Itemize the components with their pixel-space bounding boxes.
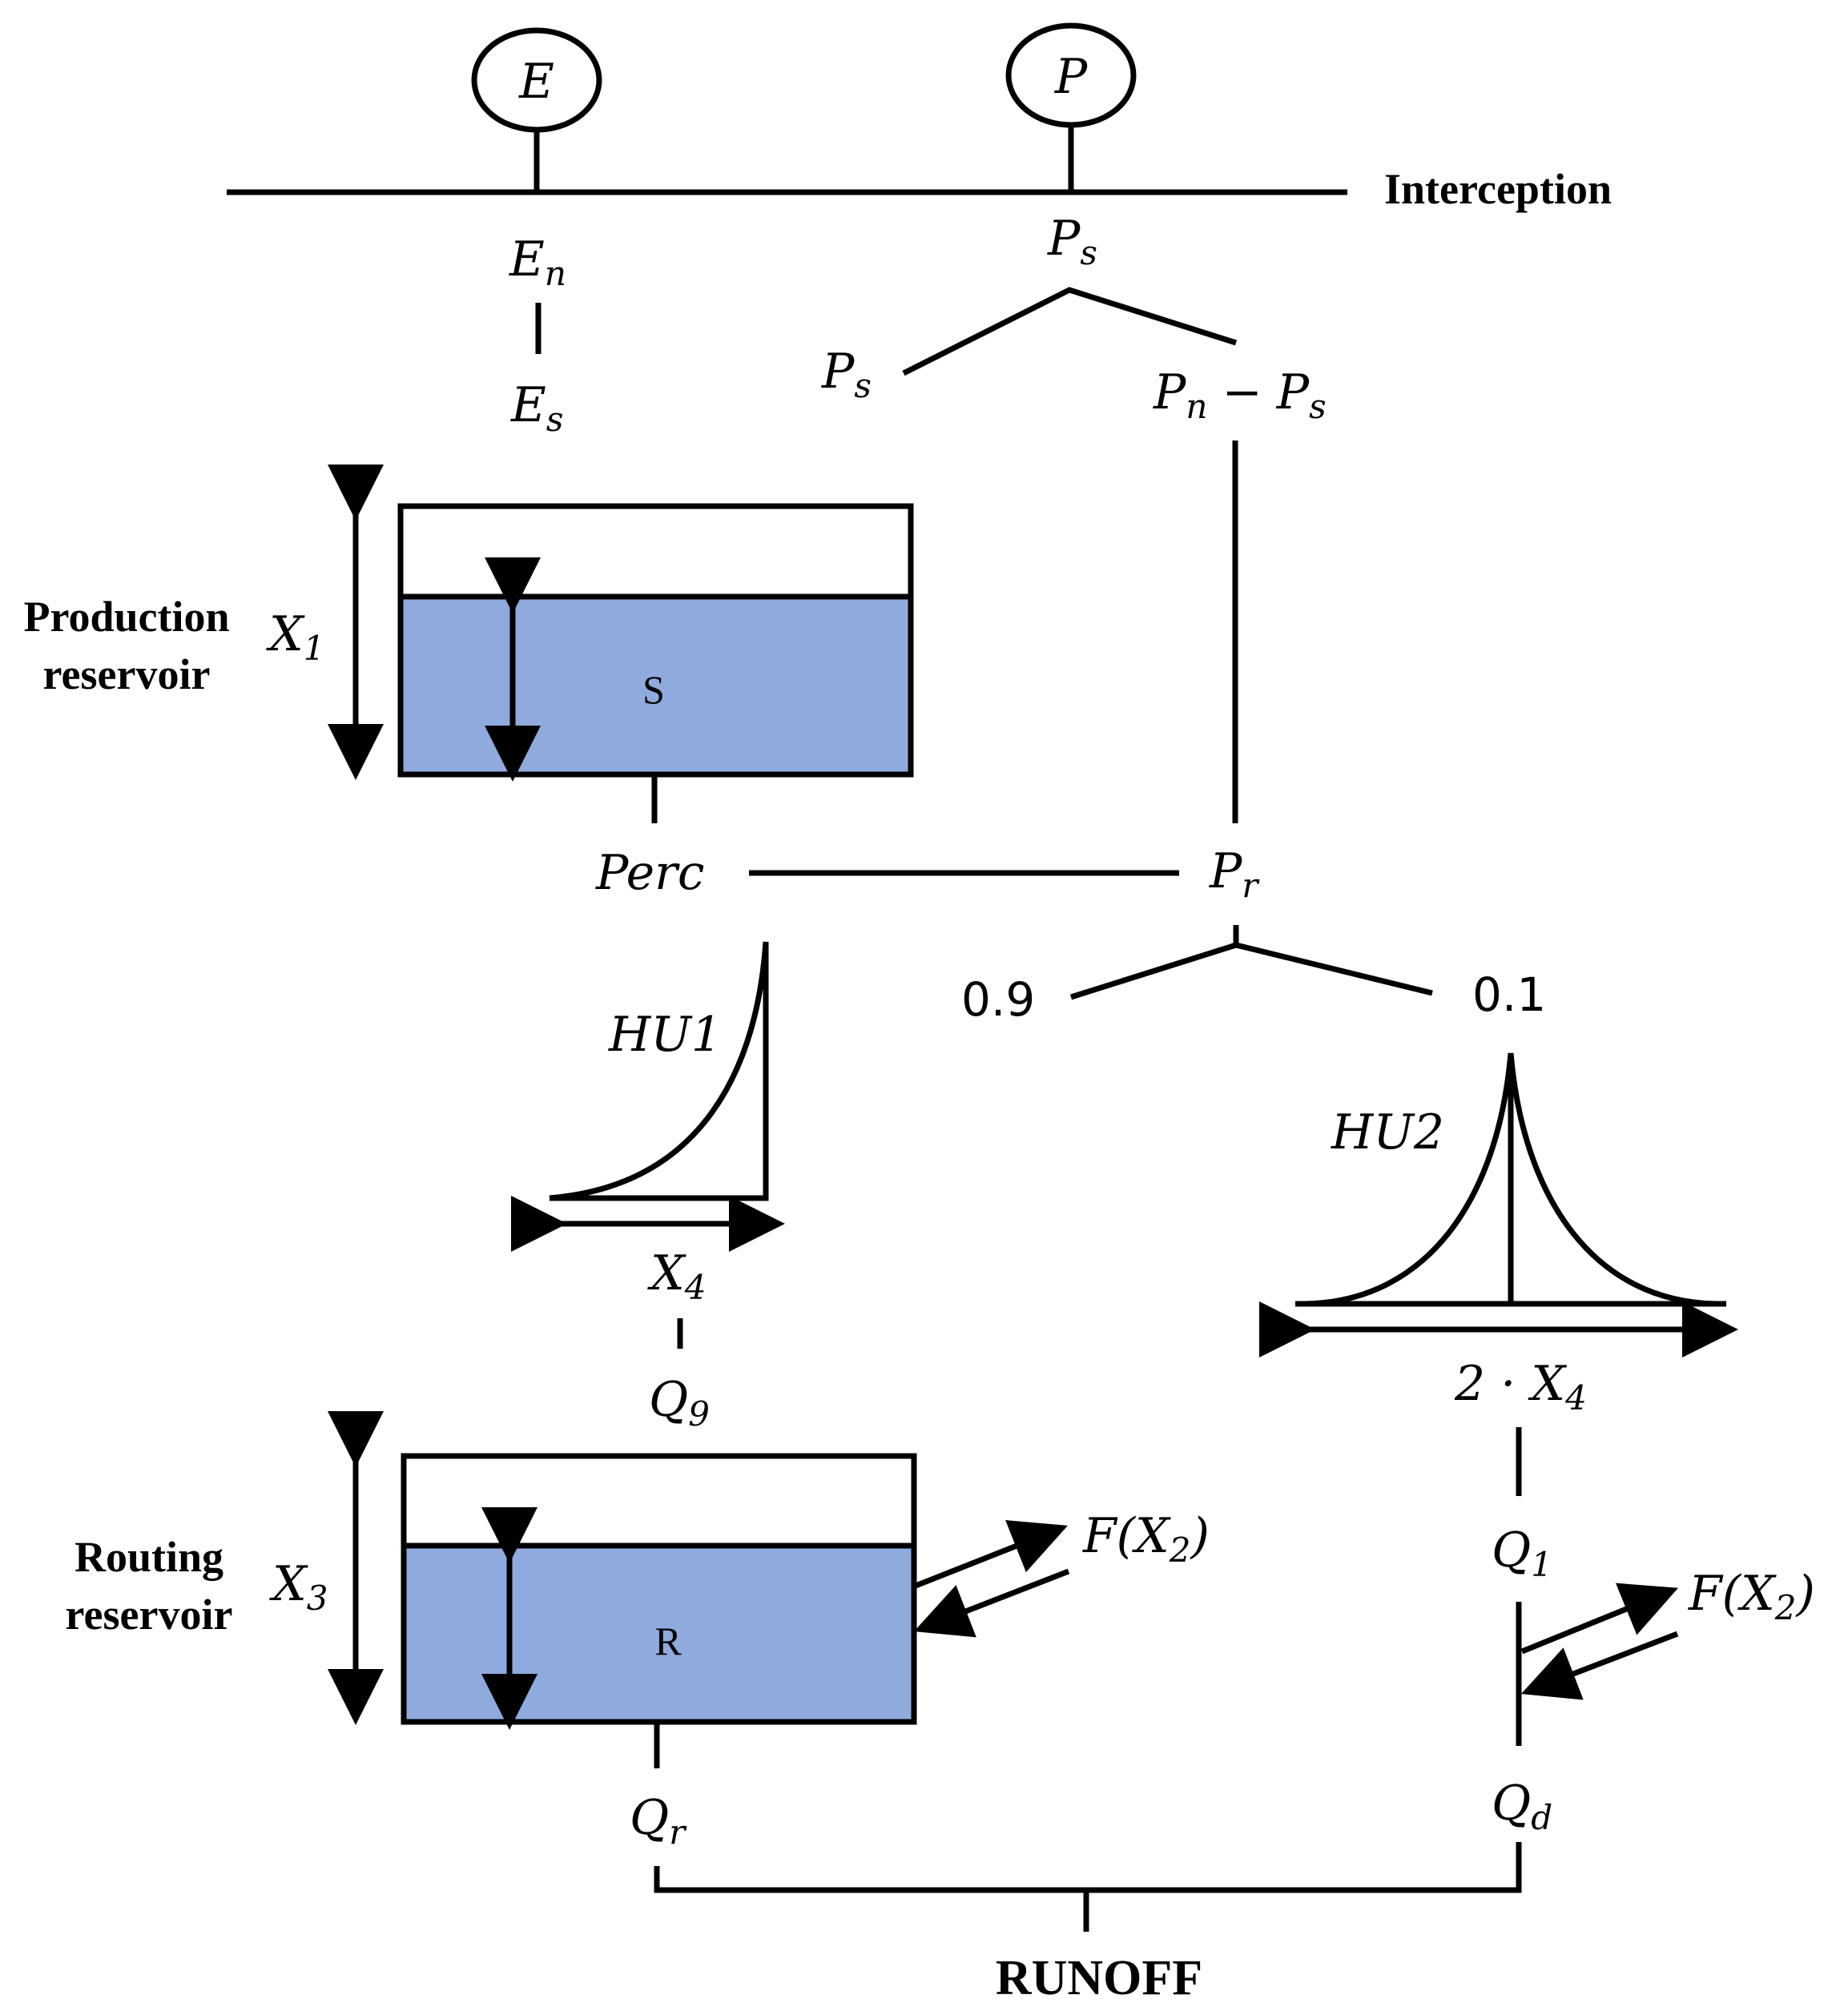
runoff-collector (654, 1842, 1522, 1893)
qr-label: Qr (630, 1790, 687, 1852)
hu2-label: HU2 (1331, 1104, 1444, 1160)
precipitation-label: P (1054, 49, 1089, 105)
r-label: R (654, 1619, 682, 1663)
s-label: S (642, 667, 665, 712)
q1-label: Q1 (1492, 1522, 1552, 1584)
hu1-label: HU1 (608, 1007, 722, 1063)
exchange-in-arrow-left (913, 1568, 1070, 1638)
fx2-right-label: F(X2) (1688, 1566, 1815, 1627)
ps-top-label: Ps (1047, 211, 1097, 272)
runoff-label: RUNOFF (996, 1951, 1202, 2003)
pn-minus-ps-label: Pn−Ps (1153, 364, 1327, 426)
routing-reservoir (401, 1453, 917, 1725)
hu2-2x4-label: 2 · X4 (1454, 1356, 1587, 1418)
evaporation-label: E (518, 54, 554, 110)
production-label-2: reservoir (43, 650, 211, 698)
production-reservoir (397, 503, 914, 778)
split-01-label: 0.1 (1472, 967, 1546, 1022)
pr-split-lines (1069, 942, 1433, 1000)
pr-label: Pr (1209, 843, 1260, 905)
hu1-x4-label: X4 (647, 1245, 706, 1307)
ps-left-label: Ps (821, 344, 872, 405)
x1-label: X1 (266, 606, 324, 668)
percolation-label: Perc (595, 845, 704, 901)
hu1-curve (549, 941, 769, 1201)
x3-label: X3 (269, 1556, 328, 1618)
soil-evaporation-label: Es (510, 377, 563, 439)
exchange-out-arrow-left (914, 1520, 1069, 1589)
exchange-in-arrow-right (1520, 1631, 1679, 1700)
exchange-out-arrow-right (1520, 1583, 1678, 1655)
fx2-left-label: F(X2) (1082, 1508, 1210, 1570)
ps-split-lines (902, 287, 1238, 376)
hu2-unit-hydrograph (1295, 1052, 1726, 1307)
qd-label: Qd (1492, 1776, 1552, 1837)
precipitation-node: P (1005, 22, 1137, 128)
interception-label: Interception (1384, 165, 1612, 213)
production-label-1: Production (23, 593, 229, 641)
split-09-label: 0.9 (961, 972, 1035, 1027)
hu2-curve (1305, 1052, 1717, 1307)
routing-label-1: Routing (74, 1533, 223, 1581)
routing-label-2: reservoir (66, 1591, 233, 1639)
evaporation-node: E (471, 27, 602, 133)
hu1-unit-hydrograph (549, 941, 769, 1201)
net-evaporation-label: En (509, 231, 566, 293)
q9-label: Q9 (649, 1372, 710, 1434)
